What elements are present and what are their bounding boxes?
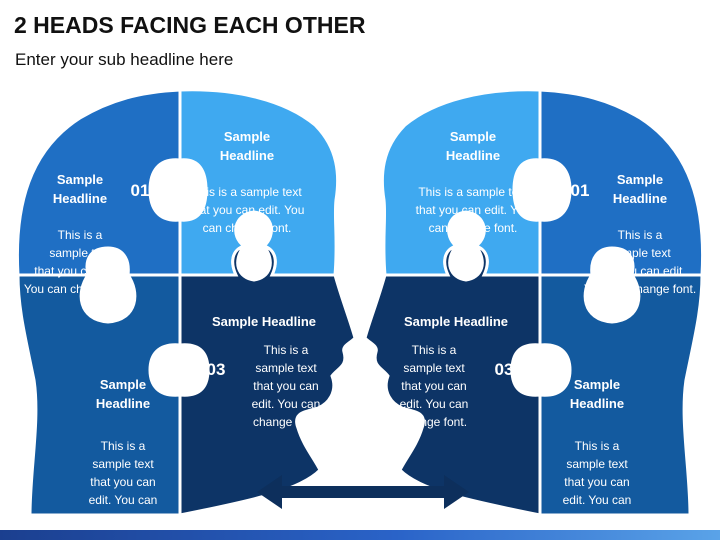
- right-p04-headline: Sample Headline: [445, 129, 501, 163]
- right-p02-block: Sample Headline This is a sample text th…: [552, 357, 642, 545]
- slide-title: 2 HEADS FACING EACH OTHER: [14, 12, 366, 38]
- right-p02-number: 02: [602, 305, 622, 324]
- right-p04-block: Sample Headline This is a sample text th…: [398, 109, 548, 237]
- left-piece-04[interactable]: [178, 88, 340, 277]
- right-p02-headline: Sample Headline: [569, 377, 625, 411]
- right-p03-headline-block: Sample Headline: [392, 294, 520, 349]
- right-p02-text: This is a sample text that you can edit.…: [562, 439, 632, 525]
- left-p04-text: This is a sample text that you can edit.…: [189, 185, 305, 235]
- right-piece-02[interactable]: [538, 273, 704, 517]
- left-p04-block: Sample Headline This is a sample text th…: [172, 109, 322, 237]
- left-p03-number: 03: [206, 360, 226, 379]
- left-p03-headline-block: Sample Headline: [200, 294, 328, 349]
- right-p01-text: This is a sample text that you can edit.…: [583, 228, 697, 296]
- right-p01-headline: Sample Headline: [612, 172, 668, 206]
- right-p01-block: Sample Headline This is a sample text th…: [575, 152, 705, 298]
- right-p01-number: 01: [570, 181, 590, 200]
- left-p03-text-block: This is a sample text that you can edit.…: [240, 323, 332, 431]
- right-head: [363, 88, 705, 517]
- right-piece-01[interactable]: [538, 88, 705, 277]
- left-p02-text: This is a sample text that you can edit.…: [88, 439, 158, 525]
- left-p02-number: 02: [98, 305, 118, 324]
- left-piece-03[interactable]: [178, 243, 357, 517]
- left-p01-number: 01: [130, 181, 150, 200]
- double-arrow: [257, 475, 469, 509]
- left-p04-headline: Sample Headline: [219, 129, 275, 163]
- right-p03-headline: Sample Headline: [403, 314, 509, 329]
- left-p01-headline: Sample Headline: [52, 172, 108, 206]
- left-piece-01[interactable]: [15, 88, 182, 277]
- right-p04-number: 04: [456, 225, 476, 244]
- bottom-accent-bar: [0, 530, 720, 540]
- right-p03-number: 03: [494, 360, 514, 379]
- left-p01-block: Sample Headline This is a sample text th…: [15, 152, 145, 298]
- left-p03-text: This is a sample text that you can edit.…: [251, 343, 321, 429]
- left-p02-headline: Sample Headline: [95, 377, 151, 411]
- left-p01-text: This is a sample text that you can edit.…: [23, 228, 137, 296]
- right-p04-text: This is a sample text that you can edit.…: [415, 185, 531, 235]
- left-p02-block: Sample Headline This is a sample text th…: [78, 357, 168, 545]
- right-piece-04[interactable]: [380, 88, 542, 277]
- right-piece-03[interactable]: [363, 243, 542, 517]
- left-p03-headline: Sample Headline: [211, 314, 317, 329]
- left-p04-number: 04: [244, 225, 264, 244]
- slide-subtitle: Enter your sub headline here: [15, 50, 234, 69]
- left-head: [15, 88, 357, 517]
- right-p03-text-block: This is a sample text that you can edit.…: [388, 323, 480, 431]
- left-piece-02[interactable]: [16, 273, 182, 517]
- right-p03-text: This is a sample text that you can edit.…: [399, 343, 469, 429]
